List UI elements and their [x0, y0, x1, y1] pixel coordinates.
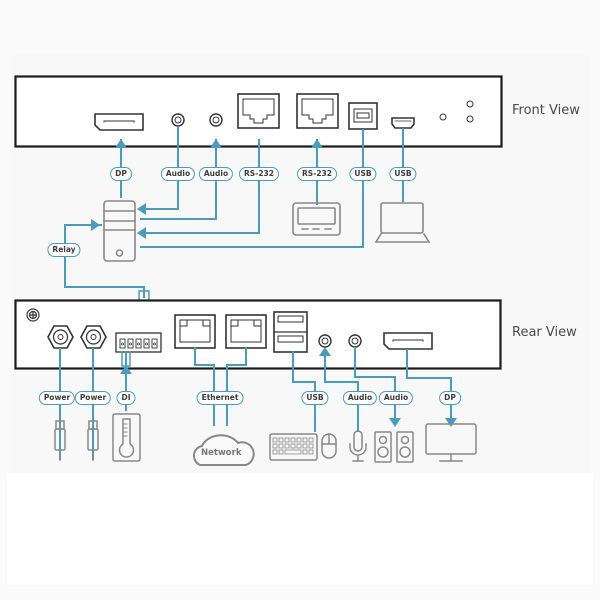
- front-audio-jack-2: [209, 113, 223, 127]
- arrow-audio2-front: [210, 139, 222, 148]
- network-label: Network: [201, 448, 242, 458]
- rear-usb-a-ports: [273, 311, 308, 353]
- rear-port-label-dp: DP: [439, 391, 461, 405]
- arrow-di: [120, 365, 132, 374]
- rear-view-label: Rear View: [512, 325, 577, 340]
- rear-port-label-power-2: Power: [74, 391, 112, 405]
- computer-tower-icon: [103, 200, 136, 262]
- ground-screw-icon: [26, 308, 40, 322]
- arrow-rs232-2-front: [311, 139, 323, 148]
- arrow-relay-pc: [91, 219, 100, 231]
- rear-port-label-audio-2: Audio: [378, 391, 414, 405]
- arrow-dp-front: [115, 139, 127, 148]
- power-plug-icon-1: [54, 420, 66, 461]
- mouse-icon: [321, 433, 337, 459]
- usb-rear-line: [292, 351, 316, 432]
- network-cloud-icon: [192, 434, 255, 466]
- rear-port-label-audio-1: Audio: [342, 391, 378, 405]
- keyboard-icon: [269, 433, 318, 461]
- power-connector-1: [47, 325, 74, 349]
- relay-label: Relay: [47, 243, 81, 257]
- serial-terminal-icon: [292, 202, 341, 236]
- front-led-1: [439, 113, 447, 121]
- rear-unit-chassis: [14, 299, 502, 370]
- laptop-icon: [374, 202, 431, 243]
- audio-mic-line: [324, 355, 359, 432]
- rear-port-label-ethernet: Ethernet: [196, 391, 244, 405]
- front-view-label: Front View: [512, 103, 580, 118]
- speakers-icon: [374, 431, 414, 463]
- arrow-speakers: [389, 418, 401, 427]
- front-port-label-audio-2: Audio: [198, 167, 234, 181]
- front-audio1-line: [141, 126, 179, 210]
- rear-port-label-usb: USB: [301, 391, 329, 405]
- front-port-label-usb-2: USB: [389, 167, 417, 181]
- power-connector-2: [80, 325, 107, 349]
- monitor-icon: [425, 423, 477, 462]
- rear-port-label-di: DI: [116, 391, 136, 405]
- front-led-3: [466, 115, 474, 123]
- microphone-icon: [349, 430, 367, 462]
- power-plug-icon-2: [87, 420, 99, 461]
- front-port-label-audio-1: Audio: [160, 167, 196, 181]
- terminal-block-connector: [115, 332, 162, 353]
- front-port-label-usb-1: USB: [349, 167, 377, 181]
- bottom-whitespace: [7, 473, 593, 585]
- arrow-monitor: [445, 418, 457, 427]
- front-port-label-rs232-2: RS-232: [297, 167, 337, 181]
- temperature-sensor-icon: [112, 413, 141, 462]
- arrow-rs232-pc: [137, 227, 146, 239]
- front-mini-usb-port: [391, 117, 415, 129]
- front-rs232-port-2: [296, 93, 339, 129]
- rear-dp-port: [383, 332, 433, 350]
- arrow-audio1-pc: [137, 203, 146, 215]
- front-rs232-port-1: [237, 93, 280, 129]
- rear-port-label-power-1: Power: [38, 391, 76, 405]
- arrow-audio-mic: [319, 347, 331, 356]
- front-port-label-dp: DP: [110, 167, 132, 181]
- front-dp-port: [94, 113, 144, 131]
- front-port-label-rs232-1: RS-232: [239, 167, 279, 181]
- front-unit-chassis: [14, 75, 503, 148]
- front-led-2: [466, 100, 474, 108]
- front-audio2-line: [140, 139, 217, 220]
